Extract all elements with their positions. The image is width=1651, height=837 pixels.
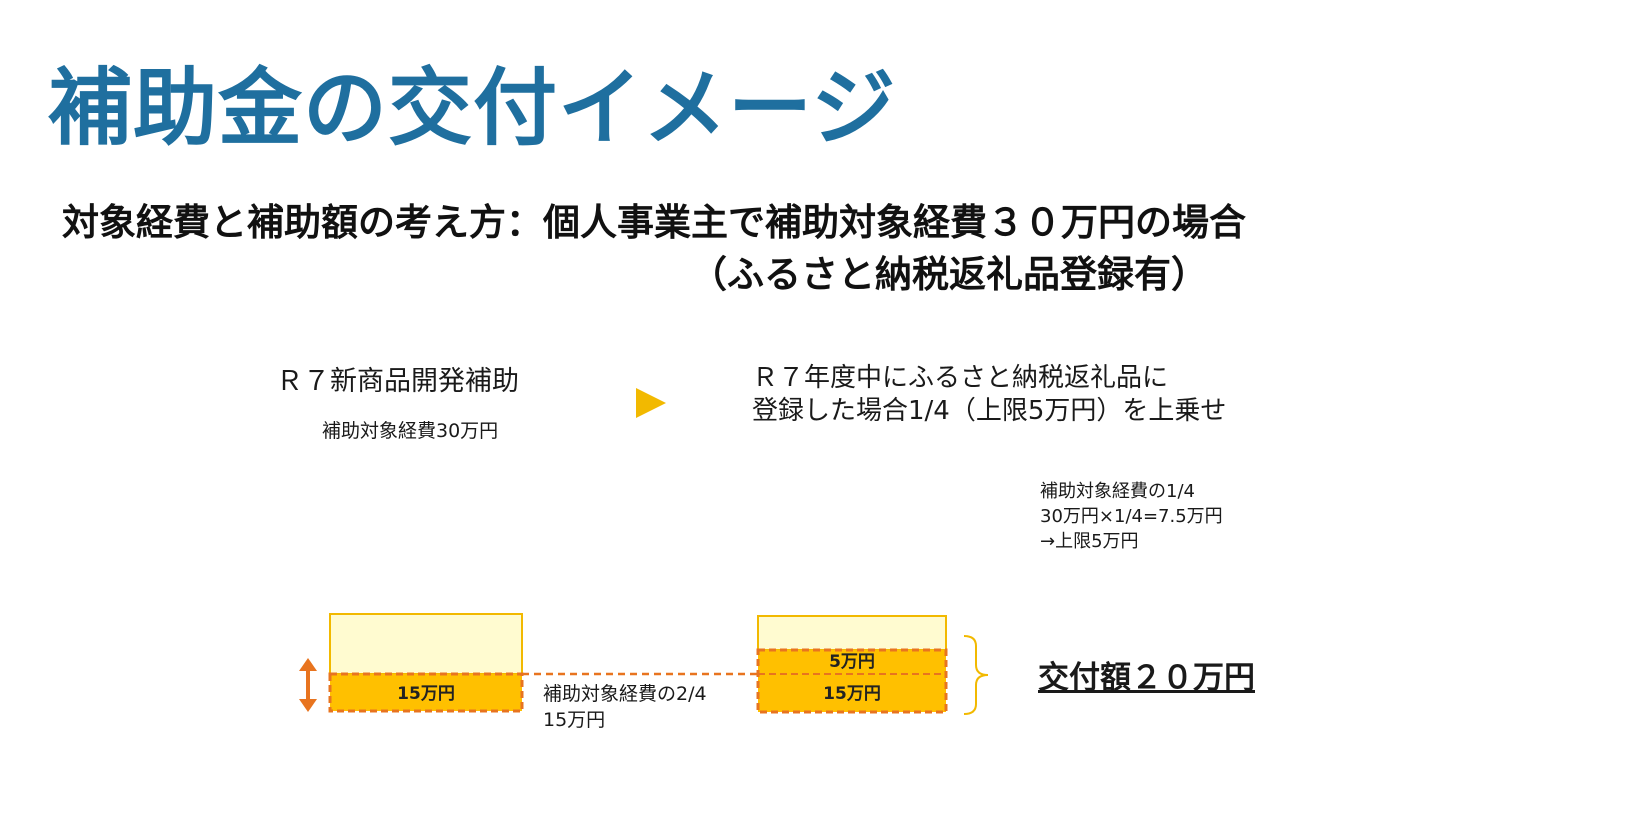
calc-note-line3: →上限5万円 [1040, 530, 1139, 552]
calc-note-line1: 補助対象経費の1/4 [1040, 481, 1195, 502]
right-base-label: 15万円 [823, 684, 881, 704]
right-subsidy-block [756, 648, 948, 714]
connector-note-line1: 補助対象経費の2/4 [543, 683, 707, 705]
left-subheading: 補助対象経費30万円 [322, 420, 499, 442]
right-heading: Ｒ７年度中にふるさと納税返礼品に 登録した場合1/4（上限5万円）を上乗せ [752, 362, 1226, 429]
height-arrow-down-icon [299, 699, 317, 712]
left-upper-block [329, 613, 523, 675]
calc-note-line2: 30万円×1/4=7.5万円 [1040, 505, 1223, 527]
left-subsidy-label: 15万円 [397, 684, 455, 704]
calc-note: 補助対象経費の1/4 30万円×1/4=7.5万円 →上限5万円 [1040, 480, 1223, 554]
right-addon-label: 5万円 [829, 652, 875, 672]
right-arrow-icon [636, 388, 666, 418]
left-heading: Ｒ７新商品開発補助 [276, 366, 519, 397]
total-brace [963, 635, 989, 715]
page-title: 補助金の交付イメージ [48, 59, 897, 157]
connector-note-line2: 15万円 [543, 708, 606, 731]
left-subsidy-block [328, 672, 524, 713]
connector-note: 補助対象経費の2/4 15万円 [543, 682, 707, 733]
subtitle-line1: 対象経費と補助額の考え方：個人事業主で補助対象経費３０万円の場合 [62, 201, 1246, 244]
height-arrow-up-icon [299, 658, 317, 671]
right-heading-line1: Ｒ７年度中にふるさと納税返礼品に [752, 363, 1169, 393]
total-amount: 交付額２０万円 [1038, 660, 1255, 696]
subtitle-line2: （ふるさと納税返礼品登録有） [690, 253, 1208, 296]
right-heading-line2: 登録した場合1/4（上限5万円）を上乗せ [752, 396, 1227, 427]
right-upper-block [757, 615, 947, 651]
